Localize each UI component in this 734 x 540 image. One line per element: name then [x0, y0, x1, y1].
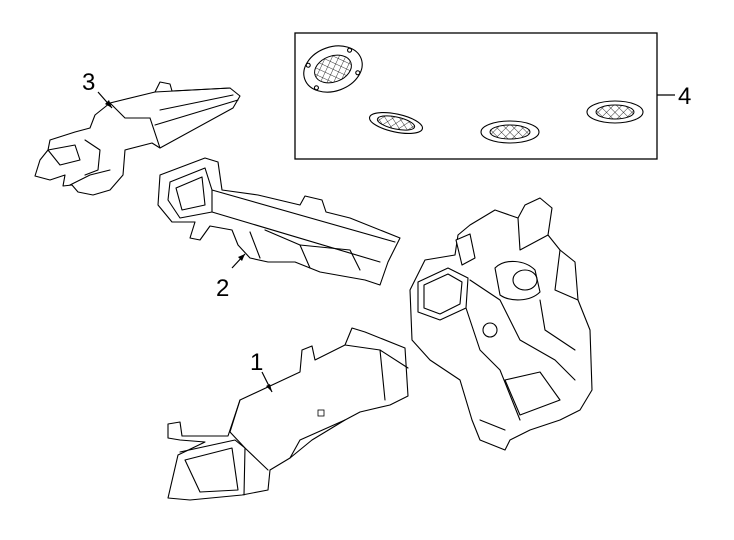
grille-flat-center [480, 120, 540, 144]
callout-1-label: 1 [250, 349, 263, 376]
callout-2-label: 2 [216, 275, 229, 302]
hvac-module [409, 197, 593, 451]
grille-flat-right [586, 100, 644, 124]
defroster-duct [34, 81, 241, 196]
grilles-box [294, 32, 658, 160]
floor-duct [167, 327, 409, 501]
center-duct [157, 157, 401, 286]
vent-grilles-group: 4 [294, 32, 691, 160]
grille-large [303, 45, 363, 93]
callout-3-label: 3 [82, 69, 95, 96]
grille-flat-left [368, 112, 424, 134]
callout-1-arrowhead [266, 384, 272, 392]
callout-4-label: 4 [678, 83, 691, 110]
callout-3-arrowhead [105, 100, 112, 108]
callout-2-arrowhead [238, 254, 245, 261]
